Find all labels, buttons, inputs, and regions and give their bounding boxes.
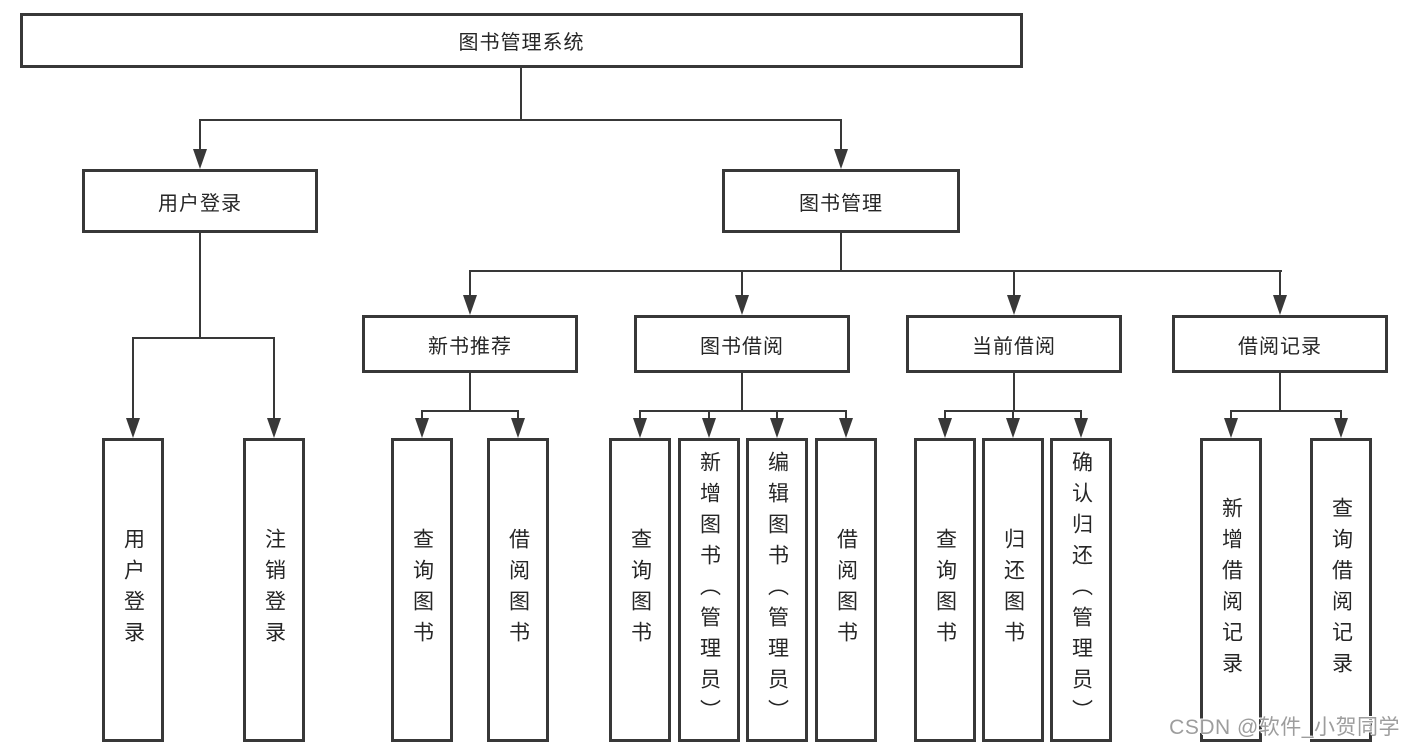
connector-stub bbox=[708, 410, 710, 424]
arrowhead-down bbox=[126, 418, 140, 438]
connector-level3-bar bbox=[469, 270, 1282, 272]
node-label: 借阅图书 bbox=[506, 528, 530, 652]
connector-recommend-bar bbox=[421, 410, 519, 412]
arrowhead-down bbox=[193, 149, 207, 169]
csdn-watermark: CSDN @软件_小贺同学 bbox=[1169, 716, 1400, 739]
connector-stub bbox=[944, 410, 946, 424]
leaf-confirm-return-admin: 确认归还（管理员） bbox=[1050, 438, 1112, 742]
leaf-query-borrow-record: 查询借阅记录 bbox=[1310, 438, 1372, 742]
connector-stub bbox=[1012, 410, 1014, 424]
arrowhead-down bbox=[1334, 418, 1348, 438]
connector-root-drop bbox=[520, 68, 522, 121]
node-label: 当前借阅 bbox=[972, 335, 1056, 358]
connector-stub bbox=[199, 121, 201, 153]
connector-records-bar bbox=[1230, 410, 1342, 412]
arrowhead-down bbox=[1273, 295, 1287, 315]
arrowhead-down bbox=[770, 418, 784, 438]
leaf-borrow-books-recommend: 借阅图书 bbox=[487, 438, 549, 742]
node-label: 查询图书 bbox=[410, 528, 434, 652]
arrowhead-down bbox=[735, 295, 749, 315]
arrowhead-down bbox=[938, 418, 952, 438]
node-label: 借阅记录 bbox=[1238, 335, 1322, 358]
arrowhead-down bbox=[702, 418, 716, 438]
connector-records-drop bbox=[1279, 373, 1281, 412]
node-current-borrowing: 当前借阅 bbox=[906, 315, 1122, 373]
node-label: 借阅图书 bbox=[834, 528, 858, 652]
connector-stub bbox=[469, 272, 471, 299]
arrowhead-down bbox=[839, 418, 853, 438]
arrowhead-down bbox=[1074, 418, 1088, 438]
node-label: 用户登录 bbox=[158, 192, 242, 215]
connector-stub bbox=[741, 272, 743, 299]
node-label: 新书推荐 bbox=[428, 335, 512, 358]
connector-stub bbox=[1080, 410, 1082, 424]
connector-stub bbox=[1279, 272, 1281, 299]
arrowhead-down bbox=[834, 149, 848, 169]
arrowhead-down bbox=[463, 295, 477, 315]
arrowhead-down bbox=[511, 418, 525, 438]
leaf-add-books-admin: 新增图书（管理员） bbox=[678, 438, 740, 742]
node-label: 图书管理 bbox=[799, 192, 883, 215]
connector-stub bbox=[273, 339, 275, 422]
node-new-book-recommendation: 新书推荐 bbox=[362, 315, 578, 373]
node-label: 注销登录 bbox=[262, 528, 286, 652]
leaf-query-books-current: 查询图书 bbox=[914, 438, 976, 742]
node-user-login: 用户登录 bbox=[82, 169, 318, 233]
leaf-query-books-borrow: 查询图书 bbox=[609, 438, 671, 742]
node-library-management-system: 图书管理系统 bbox=[20, 13, 1023, 68]
node-borrowing-records: 借阅记录 bbox=[1172, 315, 1388, 373]
connector-stub bbox=[1340, 410, 1342, 424]
connector-stub bbox=[421, 410, 423, 424]
leaf-add-borrow-record: 新增借阅记录 bbox=[1200, 438, 1262, 742]
connector-stub bbox=[1230, 410, 1232, 424]
connector-stub bbox=[840, 121, 842, 153]
connector-level2-bar bbox=[199, 119, 842, 121]
connector-login-drop bbox=[199, 233, 201, 339]
node-label: 查询图书 bbox=[933, 528, 957, 652]
node-label: 图书借阅 bbox=[700, 335, 784, 358]
connector-stub bbox=[776, 410, 778, 424]
node-label: 归还图书 bbox=[1001, 528, 1025, 652]
connector-stub bbox=[517, 410, 519, 424]
node-label: 图书管理系统 bbox=[458, 32, 585, 54]
node-label: 编辑图书（管理员） bbox=[765, 450, 789, 730]
connector-borrowing-bar bbox=[639, 410, 847, 412]
leaf-edit-books-admin: 编辑图书（管理员） bbox=[746, 438, 808, 742]
leaf-logout: 注销登录 bbox=[243, 438, 305, 742]
connector-current-drop bbox=[1013, 373, 1015, 412]
node-book-borrowing: 图书借阅 bbox=[634, 315, 850, 373]
node-label: 查询借阅记录 bbox=[1329, 497, 1353, 683]
leaf-borrow-books: 借阅图书 bbox=[815, 438, 877, 742]
node-label: 确认归还（管理员） bbox=[1069, 450, 1093, 730]
arrowhead-down bbox=[1007, 295, 1021, 315]
node-label: 新增图书（管理员） bbox=[697, 450, 721, 730]
arrowhead-down bbox=[1006, 418, 1020, 438]
connector-borrowing-drop bbox=[741, 373, 743, 412]
leaf-query-books-recommend: 查询图书 bbox=[391, 438, 453, 742]
arrowhead-down bbox=[1224, 418, 1238, 438]
leaf-return-books: 归还图书 bbox=[982, 438, 1044, 742]
node-label: 新增借阅记录 bbox=[1219, 497, 1243, 683]
connector-stub bbox=[845, 410, 847, 424]
node-label: 查询图书 bbox=[628, 528, 652, 652]
leaf-user-login: 用户登录 bbox=[102, 438, 164, 742]
arrowhead-down bbox=[415, 418, 429, 438]
connector-management-drop bbox=[840, 233, 842, 272]
arrowhead-down bbox=[633, 418, 647, 438]
node-label: 用户登录 bbox=[121, 528, 145, 652]
connector-login-bar bbox=[132, 337, 275, 339]
node-book-management: 图书管理 bbox=[722, 169, 960, 233]
connector-stub bbox=[1013, 272, 1015, 299]
connector-recommend-drop bbox=[469, 373, 471, 412]
connector-stub bbox=[639, 410, 641, 424]
arrowhead-down bbox=[267, 418, 281, 438]
connector-stub bbox=[132, 339, 134, 422]
